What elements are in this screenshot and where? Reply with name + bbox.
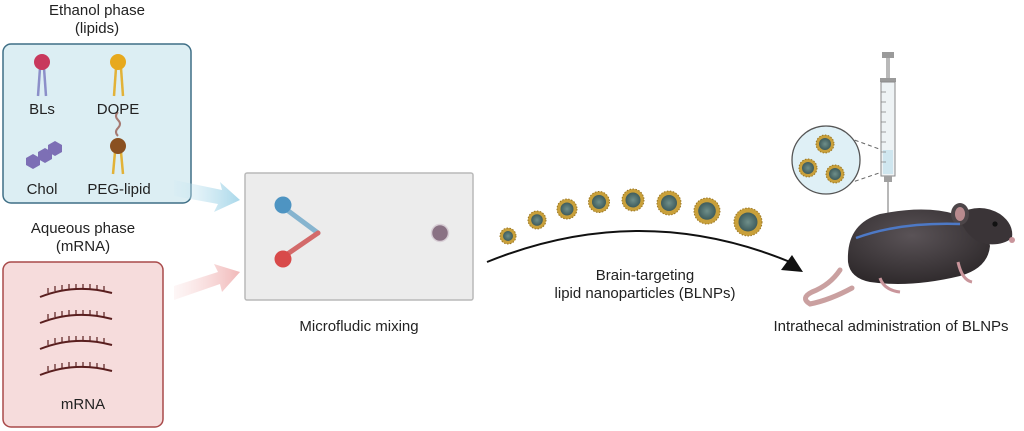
dope-lipid-label: DOPE bbox=[96, 101, 140, 118]
mrna-icon bbox=[39, 287, 113, 376]
peg-lipid-label: PEG-lipid bbox=[87, 181, 151, 198]
syringe-icon bbox=[880, 52, 896, 226]
blnp-caption-line2: lipid nanoparticles (BLNPs) bbox=[554, 285, 736, 302]
nanoparticle bbox=[527, 210, 547, 230]
ethanol-flow-arrow bbox=[174, 180, 240, 212]
aqueous-phase-title: Aqueous phase (mRNA) bbox=[3, 220, 163, 256]
microfluidic-chip bbox=[244, 172, 474, 301]
ethanol-phase-title-line2: (lipids) bbox=[74, 20, 120, 37]
dope-lipid-icon bbox=[110, 54, 126, 97]
ethanol-phase-title-line1: Ethanol phase bbox=[49, 2, 145, 19]
mrna-strand-ticks bbox=[47, 284, 105, 371]
aqueous-flow-arrow bbox=[174, 264, 240, 300]
nanoparticle bbox=[556, 198, 578, 220]
bl-lipid-icon bbox=[34, 54, 50, 97]
blnp-caption: Brain-targeting lipid nanoparticles (BLN… bbox=[540, 267, 750, 303]
microfluidic-mixing-caption: Microfludic mixing bbox=[299, 318, 419, 335]
nanoparticle bbox=[656, 190, 682, 216]
nanoparticle bbox=[693, 197, 721, 225]
cholesterol-label: Chol bbox=[26, 181, 58, 198]
mouse-icon bbox=[803, 203, 1015, 307]
peg-lipid-icon bbox=[110, 111, 126, 175]
bl-lipid-label: BLs bbox=[29, 101, 55, 118]
blnp-zoom-bubble bbox=[791, 125, 883, 195]
aqueous-phase-box bbox=[2, 261, 164, 428]
cholesterol-icon bbox=[26, 141, 62, 169]
intrathecal-caption: Intrathecal administration of BLNPs bbox=[773, 318, 1009, 335]
nanoparticle bbox=[733, 207, 763, 237]
nanoparticle bbox=[588, 191, 610, 213]
ethanol-phase-title: Ethanol phase (lipids) bbox=[3, 2, 191, 38]
blnp-caption-line1: Brain-targeting bbox=[595, 267, 695, 284]
microfluidic-channel bbox=[274, 196, 450, 268]
mrna-label: mRNA bbox=[60, 396, 106, 413]
aqueous-phase-title-line2: (mRNA) bbox=[55, 238, 111, 255]
aqueous-phase-title-line1: Aqueous phase bbox=[30, 220, 136, 237]
trajectory-arrow bbox=[486, 230, 791, 263]
ethanol-phase-box bbox=[2, 43, 192, 204]
trajectory-arrowhead bbox=[781, 255, 803, 272]
nanoparticle-sequence bbox=[499, 188, 763, 245]
nanoparticle bbox=[499, 227, 517, 245]
nanoparticle bbox=[621, 188, 645, 212]
